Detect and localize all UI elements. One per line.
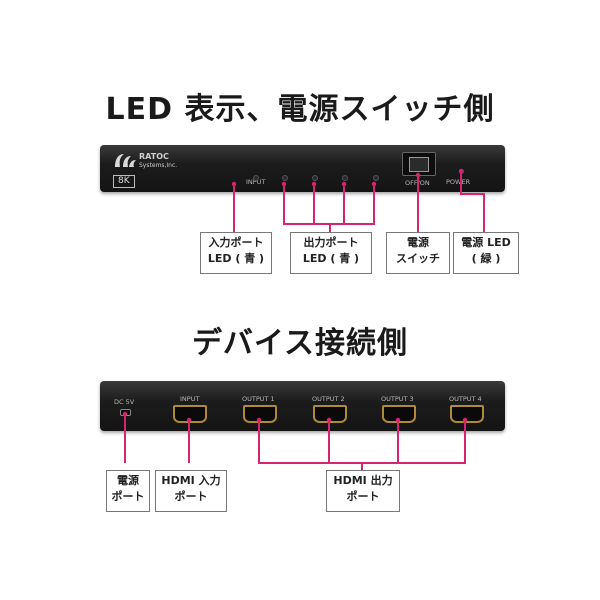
input-led-label: INPUT xyxy=(246,178,266,186)
8k-badge: 8K xyxy=(113,175,135,188)
callout-input-led-line2: LED ( 青 ) xyxy=(207,252,265,265)
output-led-2 xyxy=(312,175,318,181)
logo-text: RATOC Systems,Inc. xyxy=(139,152,177,170)
callout-input-led: 入力ポート LED ( 青 ) xyxy=(200,232,272,274)
logo-text-2: Systems,Inc. xyxy=(139,162,178,169)
output-label-4: OUTPUT 4 xyxy=(449,395,482,403)
callout-hdmi-out: HDMI 出力 ポート xyxy=(326,470,400,512)
callout-power-led: 電源 LED ( 緑 ) xyxy=(453,232,519,274)
output-led-3 xyxy=(342,175,348,181)
callout-power-port-line2: ポート xyxy=(111,490,145,503)
ratoc-logo-icon xyxy=(115,154,136,167)
power-led-label: POWER xyxy=(446,178,471,186)
logo-text-1: RATOC xyxy=(139,152,169,161)
heading-led-side: LED 表示、電源スイッチ側 xyxy=(105,92,495,127)
heading-device-side: デバイス接続側 xyxy=(191,326,409,361)
output-label-3: OUTPUT 3 xyxy=(381,395,414,403)
callout-input-led-line1: 入力ポート xyxy=(208,236,264,249)
dc-label: DC 5V xyxy=(114,398,135,406)
callout-power-led-line2: ( 緑 ) xyxy=(471,252,501,265)
callout-hdmi-out-line2: ポート xyxy=(346,490,380,503)
callout-hdmi-out-line1: HDMI 出力 xyxy=(333,474,393,487)
hdmi-output-port-4 xyxy=(450,405,484,423)
callout-power-port-line1: 電源 xyxy=(117,474,139,487)
callout-hdmi-in: HDMI 入力 ポート xyxy=(155,470,227,512)
callout-power-switch-line2: スイッチ xyxy=(396,252,440,265)
callout-hdmi-in-line2: ポート xyxy=(174,490,208,503)
output-led-4 xyxy=(373,175,379,181)
output-label-1: OUTPUT 1 xyxy=(242,395,275,403)
callout-output-led-line2: LED ( 青 ) xyxy=(302,252,360,265)
callout-hdmi-in-line1: HDMI 入力 xyxy=(161,474,221,487)
output-led-1 xyxy=(282,175,288,181)
hdmi-input-label: INPUT xyxy=(180,395,200,403)
callout-power-switch-line1: 電源 xyxy=(407,236,429,249)
front-panel xyxy=(100,145,505,192)
input-led xyxy=(253,175,259,181)
callout-power-led-line1: 電源 LED xyxy=(461,236,511,249)
callout-power-port: 電源 ポート xyxy=(106,470,150,512)
output-label-2: OUTPUT 2 xyxy=(312,395,345,403)
rear-panel xyxy=(100,381,505,431)
callout-output-led-line1: 出力ポート xyxy=(303,236,359,249)
callout-power-switch: 電源 スイッチ xyxy=(386,232,450,274)
callout-output-led: 出力ポート LED ( 青 ) xyxy=(290,232,372,274)
